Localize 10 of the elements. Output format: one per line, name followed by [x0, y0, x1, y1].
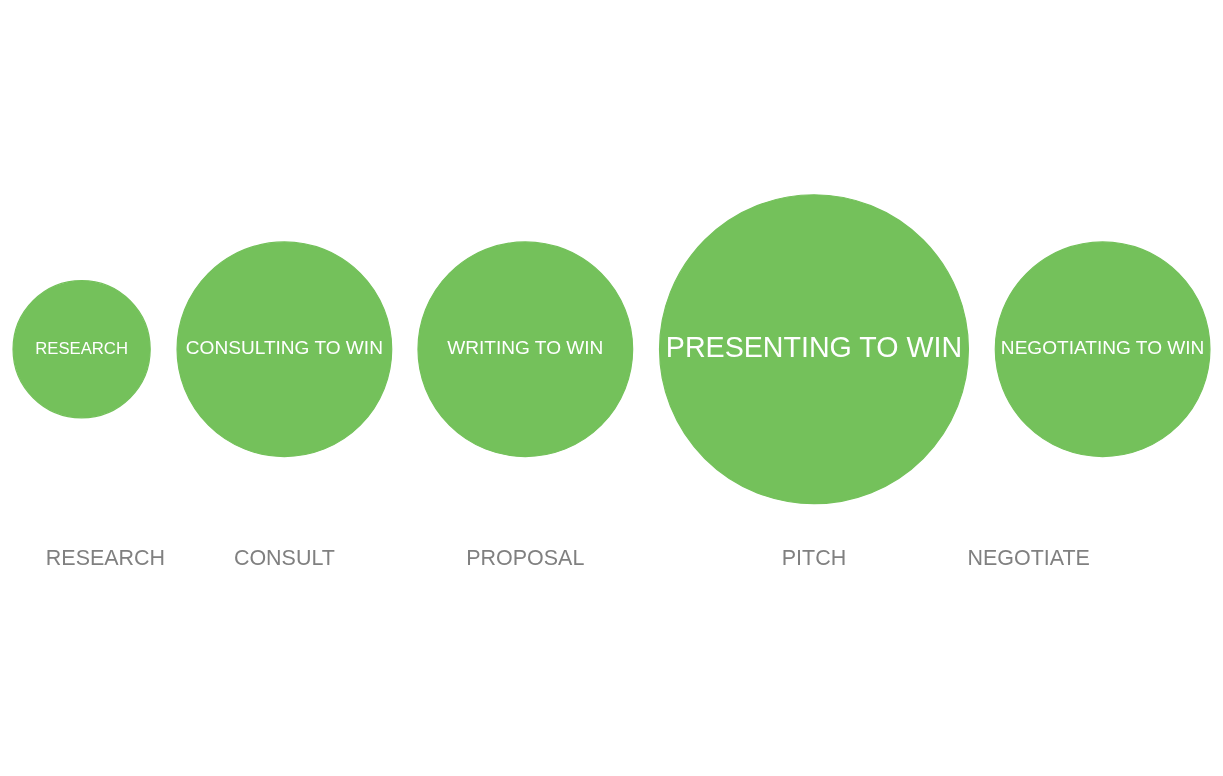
node-circle: CONSULTING TO WIN [176, 241, 393, 458]
label: PROPOSAL [466, 546, 585, 571]
label: PITCH [781, 546, 847, 571]
label: CONSULT [233, 546, 335, 571]
node-circle: RESEARCH [12, 280, 151, 419]
label: NEGOTIATE [967, 546, 1090, 571]
node-circle: WRITING TO WIN [417, 241, 634, 458]
node-circle: PRESENTING TO WIN [658, 194, 970, 505]
label: RESEARCH [45, 546, 166, 571]
node-circle: NEGOTIATING TO WIN [994, 241, 1211, 458]
